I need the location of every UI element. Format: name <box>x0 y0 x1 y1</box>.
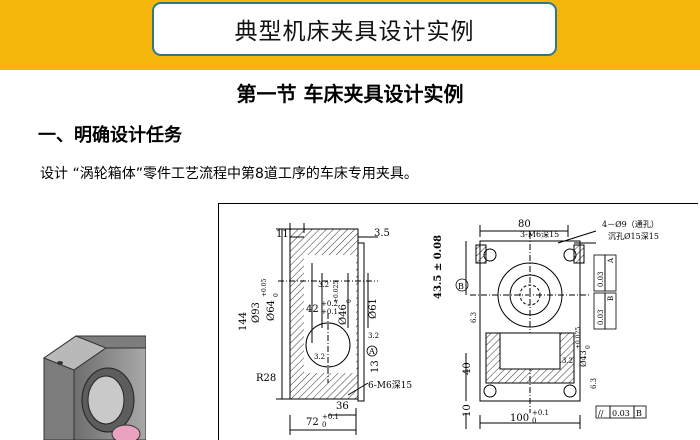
dim-72-tol: +0.1 <box>322 413 339 421</box>
dim-144: 144 <box>238 312 249 331</box>
tol1-value: 0.03 <box>597 271 605 287</box>
dim-d46-tol2: 0 <box>346 299 353 303</box>
dim-d43-tol: +0.025 <box>575 327 582 349</box>
dim-42: 42 <box>306 304 319 315</box>
dim-80: 80 <box>518 219 531 230</box>
dim-72: 72 <box>306 417 319 428</box>
datum-b-label: B <box>458 282 464 291</box>
engineering-drawing: 11 3.5 144 Ø93 Ø64 +0.05 0 42 +0.2 +0.1 … <box>238 219 659 435</box>
dim-36: 36 <box>336 401 349 412</box>
roughness-6-3-a: 6.3 <box>470 312 478 323</box>
tol2-ref: B <box>607 296 615 301</box>
dim-d93: Ø93 <box>251 302 262 323</box>
tolerance-frame-3: // 0.03 B <box>595 405 647 419</box>
dim-42-tol: +0.2 <box>321 300 338 308</box>
tolerance-frame-2: 0.03 B <box>593 292 617 330</box>
dim-d61: Ø61 <box>368 298 379 319</box>
title-box: 典型机床夹具设计实例 <box>152 2 557 56</box>
dim-d64-tol: +0.05 <box>261 278 268 297</box>
note-3-m6: 3-M6深15 <box>520 230 559 239</box>
dim-d46-tol: +0.025 <box>333 281 340 303</box>
left-section-view <box>276 223 378 435</box>
dim-r28: R28 <box>256 373 276 384</box>
right-front-view <box>465 225 597 429</box>
drawing-frame <box>218 203 698 440</box>
dim-3-5: 3.5 <box>374 228 390 239</box>
dim-40: 40 <box>462 362 473 375</box>
dim-72-tol2: 0 <box>322 421 326 429</box>
dim-13: 13 <box>370 360 381 373</box>
note-4-d9: 4－Ø9（通孔） <box>602 219 659 229</box>
tolerance-frame-1: 0.03 A <box>593 254 617 292</box>
roughness-3-2-c: 3.2 <box>368 332 379 340</box>
dim-100: 100 <box>510 413 529 424</box>
tol1-ref: A <box>607 257 615 264</box>
dim-d43: Ø43 <box>579 350 588 367</box>
dim-100-tol: +0.1 <box>532 409 549 417</box>
datum-a-label: A <box>368 347 375 356</box>
dim-d64-tol2: 0 <box>273 293 280 297</box>
task-heading: 一、明确设计任务 <box>38 125 182 146</box>
roughness-3-2: 3.2 <box>562 357 573 365</box>
section-title: 第一节 车床夹具设计实例 <box>236 82 464 106</box>
roughness-3-2-b: 3.2 <box>314 353 325 361</box>
dim-d46: Ø46 <box>338 304 349 325</box>
dim-43-5: 43.5 ± 0.08 <box>433 235 444 299</box>
dim-100-tol2: 0 <box>532 417 536 425</box>
dim-42-tol2: +0.1 <box>321 308 338 316</box>
tol3-ref: B <box>636 409 642 418</box>
task-description: 设计 “涡轮箱体”零件工艺流程中第8道工序的车床专用夹具。 <box>40 166 418 182</box>
tol2-value: 0.03 <box>597 309 605 325</box>
dim-d43-tol2: 0 <box>585 345 592 349</box>
roughness-3-2-a: 3.2 <box>318 281 329 289</box>
tol3-value: 0.03 <box>612 409 630 418</box>
note-6-m6: 6-M6深15 <box>368 380 412 391</box>
tol3-symbol: // <box>598 409 604 418</box>
note-sink-hole: 沉孔Ø15深15 <box>608 232 659 241</box>
dim-d64: Ø64 <box>266 300 277 321</box>
roughness-6-3-b: 6.3 <box>590 378 598 389</box>
dim-10: 10 <box>462 404 473 417</box>
dim-11: 11 <box>276 229 289 240</box>
page-title: 典型机床夹具设计实例 <box>234 19 475 45</box>
part-3d-illustration <box>42 335 146 440</box>
